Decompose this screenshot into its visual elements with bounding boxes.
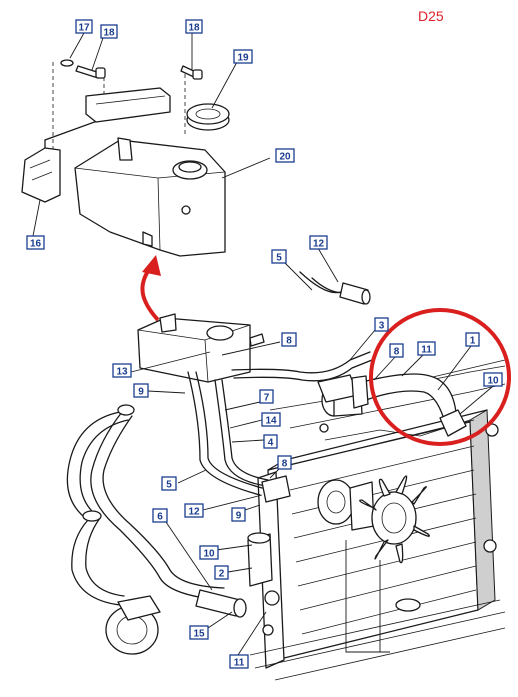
washer-part [60,59,74,67]
callout-label: 11 [234,658,245,669]
callout: 14 [261,412,281,427]
callout-label: 8 [282,459,288,470]
radiator-top-hose [351,373,467,437]
callout: 12 [184,503,204,518]
callout-label: 17 [78,23,90,34]
expansion-tank-assembly [21,59,230,257]
callout: 8 [281,332,297,347]
bolt-part [75,65,106,79]
callout-label: 4 [268,438,274,449]
bolt-part [180,65,203,80]
radiator [257,409,499,669]
callout: 12 [309,235,328,250]
callout-label: 5 [276,253,282,264]
callout: 5 [271,249,287,264]
callout: 15 [189,625,209,640]
callout-label: 9 [138,387,144,398]
callout-label: 9 [236,511,242,522]
callout: 10 [199,545,219,560]
callout-label: 18 [188,23,200,34]
lower-radiator-hose [66,404,225,606]
highlight-circle [369,308,511,446]
callout-label: 13 [116,367,128,378]
callout: 19 [233,49,253,64]
drain-hose [195,589,247,618]
callout-label: 10 [487,376,499,387]
engine-bay-assembly [66,313,506,681]
lower-expansion-tank [137,313,265,383]
callout-label: 3 [379,321,385,332]
callout: 18 [100,24,118,39]
callout: 5 [161,476,177,491]
callout-label: 5 [166,480,172,491]
callout-label: 7 [264,393,270,404]
callout-label: 8 [286,336,292,347]
callout: 3 [374,317,389,332]
callout-label: 11 [421,345,432,356]
callout-label: 12 [313,239,325,250]
callout-label: 6 [157,512,163,523]
callout: 17 [75,19,93,34]
callout-label: 12 [188,507,200,518]
callout: 8 [389,343,404,358]
callout-label: 10 [203,549,215,560]
callout-label: 19 [237,53,249,64]
callout-label: 18 [103,28,115,39]
callout: 2 [214,565,229,580]
tank-upper-bracket [85,87,171,123]
expansion-tank [74,137,226,257]
callout: 9 [133,383,149,398]
callout: 18 [185,19,203,34]
callout: 16 [26,235,45,250]
callout-label: 14 [265,416,277,427]
callout: 11 [229,654,249,669]
callout: 13 [112,363,132,378]
mounting-bracket [21,109,151,203]
callout: 11 [417,341,436,356]
cooling-fan [317,475,431,564]
callout: 1 [465,332,480,347]
diagram-code: D25 [418,8,444,24]
bottom-hose-clamp [247,532,273,587]
callout-label: 20 [279,152,291,163]
callout: 10 [483,372,503,387]
callout: 20 [275,148,295,163]
callout-label: 2 [219,569,225,580]
callout: 4 [263,434,278,449]
callout: 6 [152,508,168,523]
callout-label: 1 [470,336,476,347]
coolant-filter [105,595,161,655]
bypass-hose [299,271,371,305]
callout-label: 15 [193,629,205,640]
callout-label: 8 [394,347,400,358]
heater-pipes [187,351,373,503]
callout: 9 [231,507,246,522]
callout: 7 [259,389,274,404]
callout-label: 16 [30,239,42,250]
pressure-cap [186,103,230,131]
relocation-arrow [140,255,161,322]
callout: 8 [277,455,292,470]
